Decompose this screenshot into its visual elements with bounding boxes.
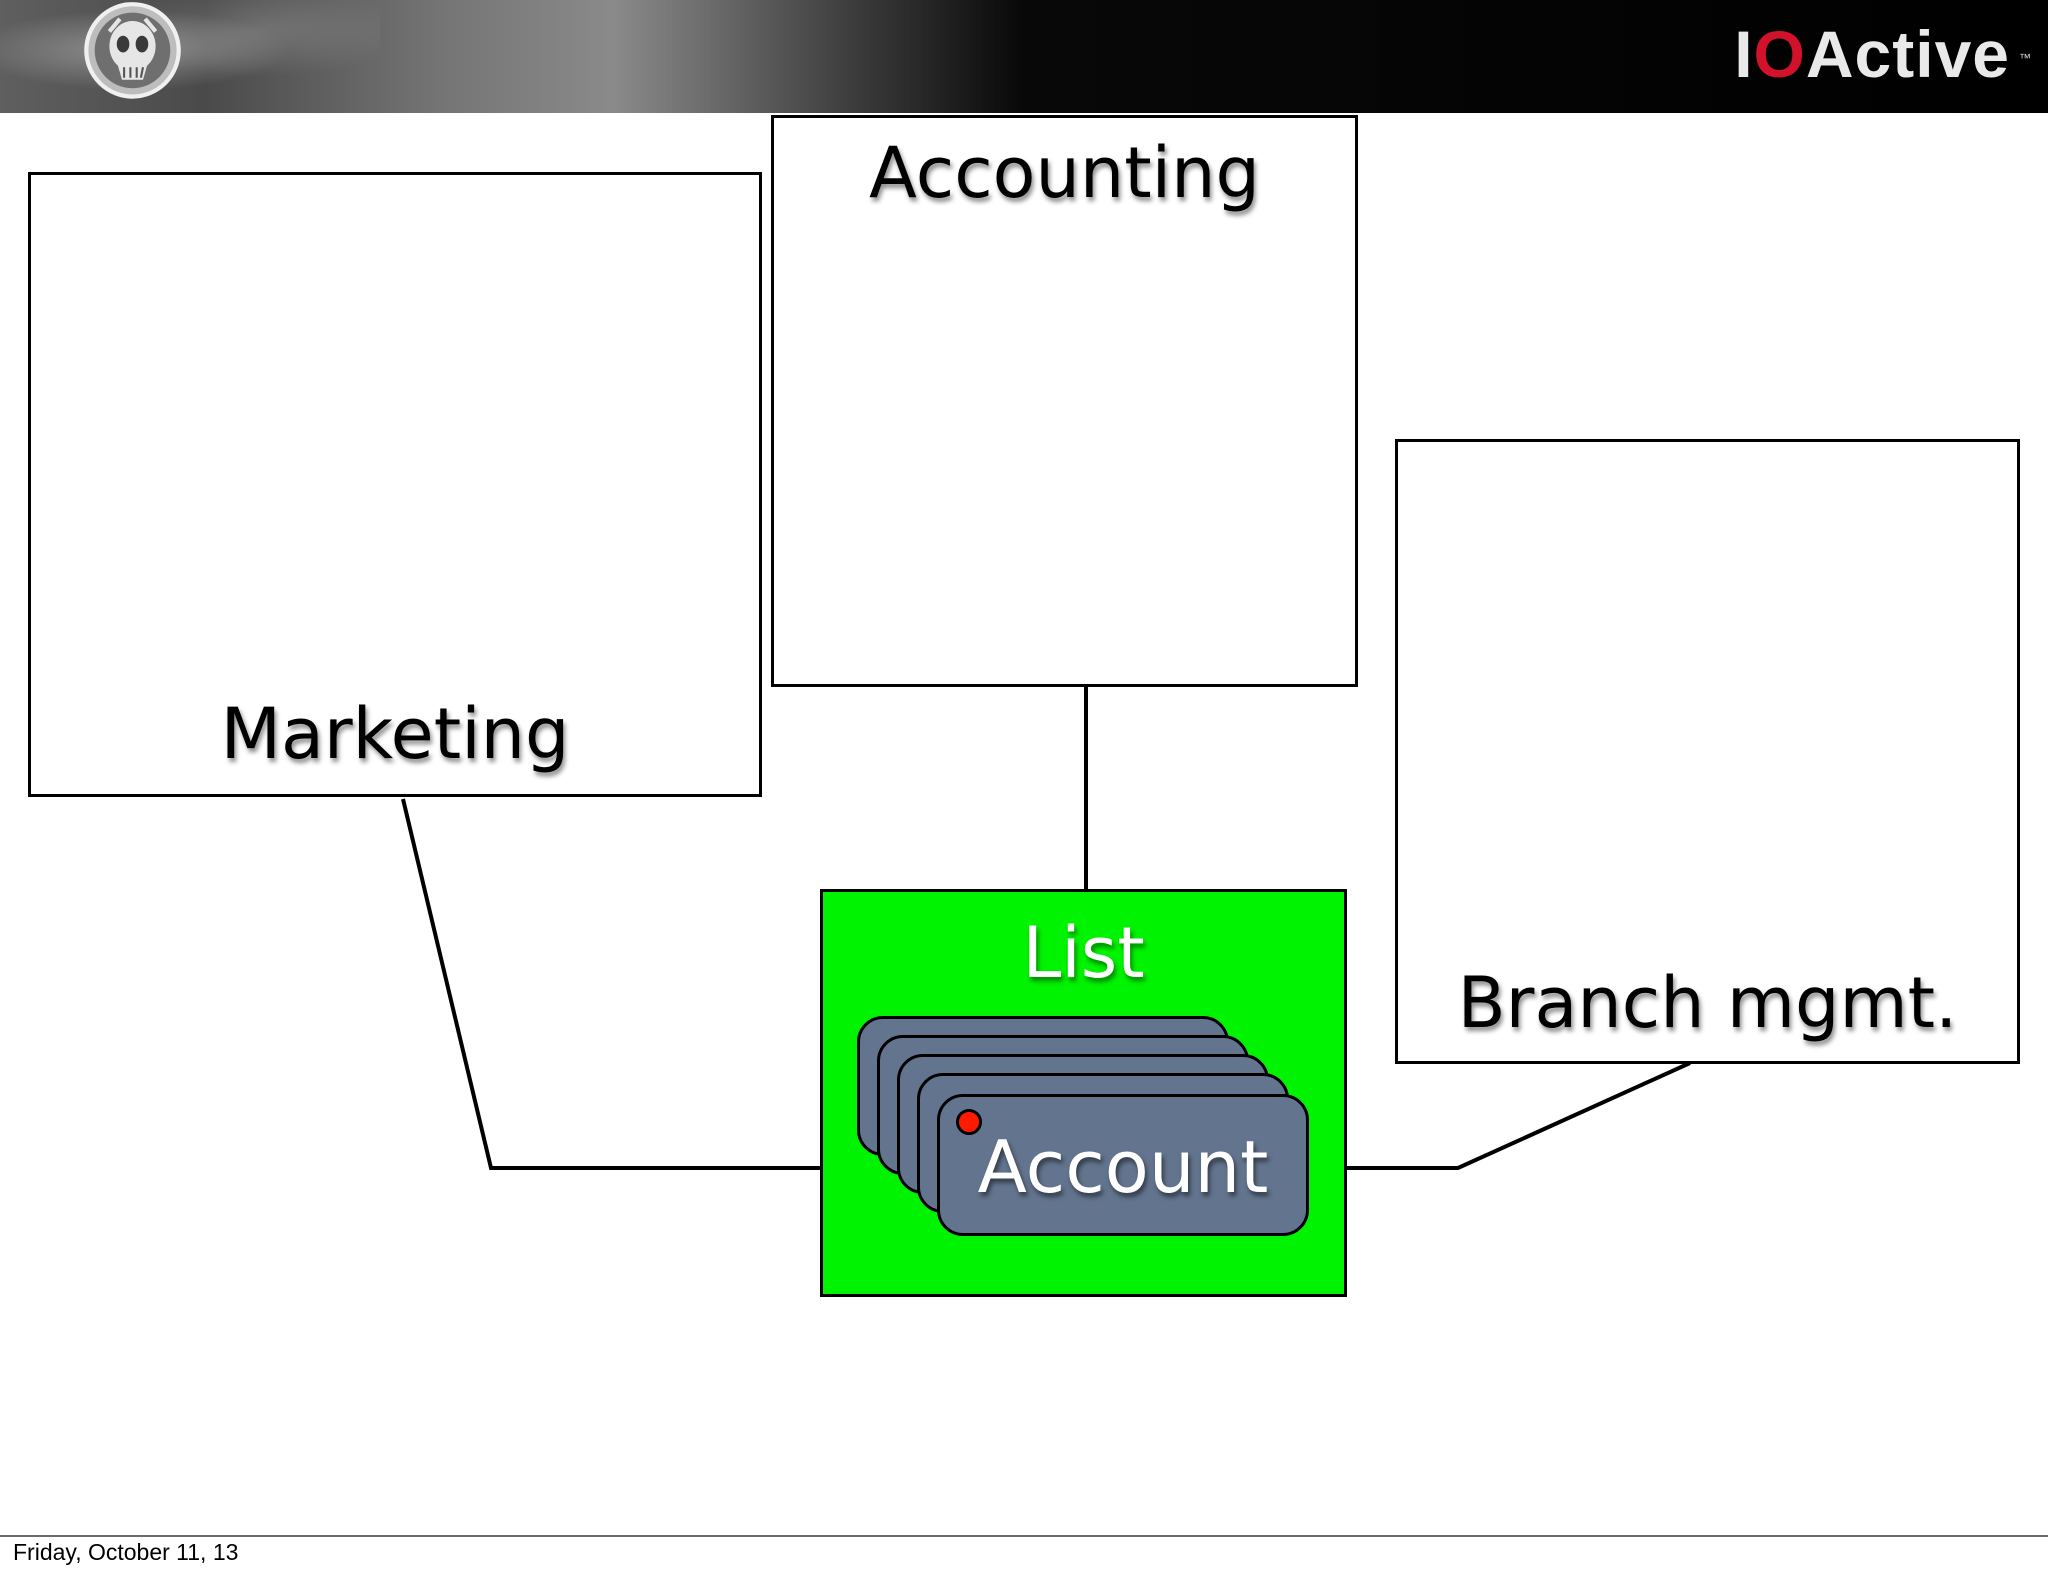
marketing-label: Marketing [220,693,570,775]
footer-divider [0,1535,2048,1537]
branch-mgmt-label: Branch mgmt. [1457,962,1958,1044]
account-card-front: Account [937,1094,1309,1236]
status-dot [956,1109,982,1135]
ioactive-logo: IOActive ™ [1734,14,2031,94]
accounting-label: Accounting [869,132,1260,214]
marketing-connector [401,798,820,1170]
branch-mgmt-box: Branch mgmt. [1395,439,2020,1064]
list-label: List [1022,912,1145,994]
brand-part-1: I [1734,17,1754,91]
marketing-box: Marketing [28,172,762,797]
brand-part-2: O [1753,17,1806,91]
accounting-box: Accounting [771,115,1358,687]
header-artwork [0,0,380,113]
branch-connector [1347,1061,1691,1170]
skull-emblem-icon [84,2,181,99]
brand-part-3: Active [1805,17,2010,91]
trademark-mark: ™ [2019,51,2032,65]
footer-date: Friday, October 11, 13 [13,1539,239,1565]
account-label: Account [977,1125,1269,1209]
list-container: List Account [820,889,1347,1297]
header-bar: IOActive ™ [0,0,2048,113]
